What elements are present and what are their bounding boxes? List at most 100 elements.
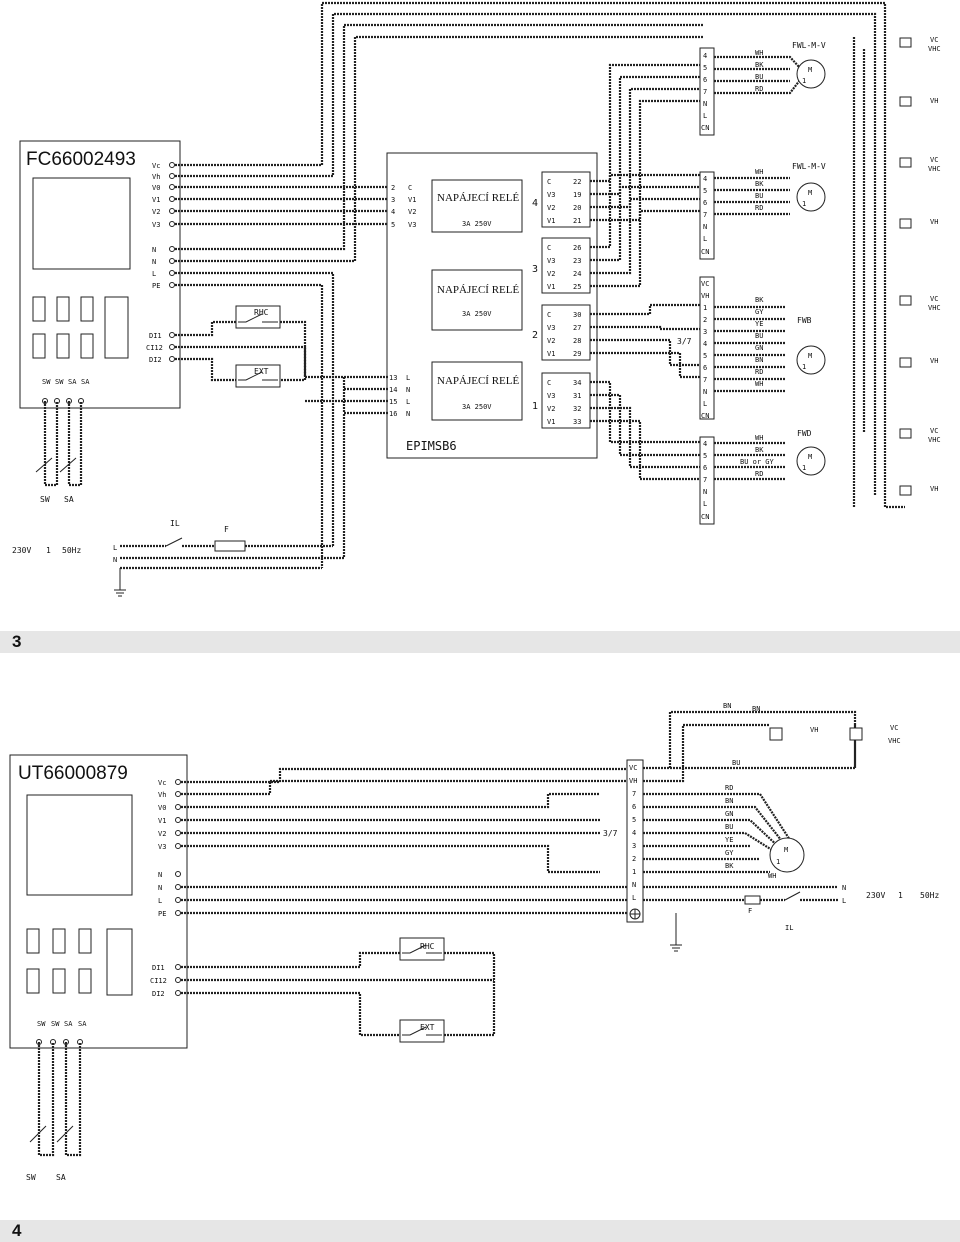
svg-text:VH: VH — [810, 726, 818, 734]
svg-text:V0: V0 — [158, 804, 166, 812]
svg-text:7: 7 — [703, 376, 707, 384]
svg-text:5: 5 — [703, 452, 707, 460]
svg-text:VC: VC — [930, 295, 938, 303]
svg-text:V2: V2 — [547, 337, 555, 345]
svg-text:V1: V1 — [547, 217, 555, 225]
section-banner-3: 3 — [0, 631, 960, 653]
svg-text:L: L — [632, 894, 636, 902]
svg-text:M: M — [808, 189, 812, 197]
terminal-circles — [169, 162, 175, 362]
svg-text:3A 250V: 3A 250V — [462, 310, 492, 318]
controller-terminals: Vc Vh V0 V1 V2 V3 N N L PE DI1 CI12 DI2 — [150, 779, 167, 998]
module-inputs-bottom: 13 14 15 16 L N L N — [389, 374, 410, 418]
svg-text:BU: BU — [755, 332, 763, 340]
svg-text:VH: VH — [930, 485, 938, 493]
svg-text:4: 4 — [703, 440, 707, 448]
svg-text:3: 3 — [632, 842, 636, 850]
svg-text:4: 4 — [703, 340, 707, 348]
unit-fwb: VC VH 1 2 3 4 5 6 7 N L CN BK GY YE BU G… — [699, 276, 826, 420]
svg-text:V2: V2 — [547, 405, 555, 413]
svg-text:50Hz: 50Hz — [62, 546, 81, 555]
svg-text:27: 27 — [573, 324, 581, 332]
svg-text:VH: VH — [701, 292, 709, 300]
svg-text:V3: V3 — [547, 191, 555, 199]
svg-text:1: 1 — [532, 401, 538, 412]
svg-text:GN: GN — [725, 810, 733, 818]
ext-switch — [399, 1019, 445, 1043]
svg-text:N: N — [703, 388, 707, 396]
svg-text:N: N — [406, 386, 410, 394]
section-banner-4: 4 — [0, 1220, 960, 1242]
svg-text:14: 14 — [389, 386, 397, 394]
unit-fwl-2: 4 5 6 7 N L CN WH BK BU RD FWL-M-V M 1 — [699, 162, 826, 260]
svg-text:1: 1 — [802, 464, 806, 472]
svg-text:2: 2 — [391, 184, 395, 192]
svg-text:L: L — [703, 400, 707, 408]
svg-text:N: N — [406, 410, 410, 418]
relay-box — [431, 179, 523, 233]
svg-text:1: 1 — [776, 858, 780, 866]
svg-text:3A 250V: 3A 250V — [462, 220, 492, 228]
svg-text:25: 25 — [573, 283, 581, 291]
terminal-label: Vc — [152, 162, 160, 170]
svg-text:4: 4 — [703, 52, 707, 60]
svg-text:L: L — [703, 500, 707, 508]
svg-text:SW: SW — [51, 1020, 60, 1028]
terminal-label: CI12 — [146, 344, 163, 352]
terminal-label: N — [152, 246, 156, 254]
svg-text:19: 19 — [573, 191, 581, 199]
unit-fwl-1: 4 5 6 7 N L CN WH BK BU RD FWL-M-V M 1 — [699, 41, 826, 136]
svg-text:23: 23 — [573, 257, 581, 265]
svg-text:F: F — [224, 525, 229, 534]
svg-text:1: 1 — [898, 891, 903, 900]
svg-text:V1: V1 — [158, 817, 166, 825]
svg-text:VHC: VHC — [928, 165, 941, 173]
svg-text:N: N — [113, 556, 117, 564]
sensor-term: SA — [68, 378, 77, 386]
svg-text:RD: RD — [725, 784, 733, 792]
svg-text:BU: BU — [755, 73, 763, 81]
svg-text:L: L — [842, 897, 846, 905]
switch-label: RHC — [254, 308, 269, 317]
controller-button — [56, 333, 70, 359]
svg-text:230V: 230V — [866, 891, 885, 900]
svg-text:SW: SW — [37, 1020, 46, 1028]
motor-wire-labels: RD BN GN BU YE GY BK WH — [725, 784, 776, 880]
svg-text:WH: WH — [755, 380, 763, 388]
svg-text:VH: VH — [930, 357, 938, 365]
sensor-term: SW — [55, 378, 64, 386]
svg-text:M: M — [808, 453, 812, 461]
svg-text:V3: V3 — [158, 843, 166, 851]
svg-text:RD: RD — [755, 368, 763, 376]
svg-text:BK: BK — [755, 296, 764, 304]
svg-text:V1: V1 — [547, 350, 555, 358]
valve-vc — [849, 727, 863, 741]
sensor-label: SA — [64, 495, 74, 504]
svg-text:5: 5 — [391, 221, 395, 229]
fuse — [214, 540, 246, 552]
svg-text:VC: VC — [890, 724, 898, 732]
svg-text:C: C — [547, 379, 551, 387]
svg-text:C: C — [547, 244, 551, 252]
svg-text:1: 1 — [802, 363, 806, 371]
svg-text:L: L — [113, 544, 117, 552]
controller-button — [32, 333, 46, 359]
svg-text:3: 3 — [703, 328, 707, 336]
terminal-label: PE — [152, 282, 160, 290]
svg-text:RD: RD — [755, 470, 763, 478]
svg-text:1: 1 — [703, 304, 707, 312]
svg-text:20: 20 — [573, 204, 581, 212]
svg-text:NAPÁJECÍ RELÉ: NAPÁJECÍ RELÉ — [437, 284, 519, 296]
svg-text:DI1: DI1 — [152, 964, 165, 972]
svg-text:L: L — [406, 398, 410, 406]
svg-text:7: 7 — [703, 88, 707, 96]
unit-terminal-strip — [626, 759, 644, 923]
figure-3: FC66002493 Vc Vh V0 V1 V2 V3 N N L PE DI… — [12, 1, 941, 597]
terminal-label: L — [152, 270, 156, 278]
svg-text:7: 7 — [703, 476, 707, 484]
svg-text:BK: BK — [725, 862, 734, 870]
switch-label: EXT — [254, 367, 269, 376]
svg-text:VHC: VHC — [928, 436, 941, 444]
controller-display — [26, 794, 133, 896]
